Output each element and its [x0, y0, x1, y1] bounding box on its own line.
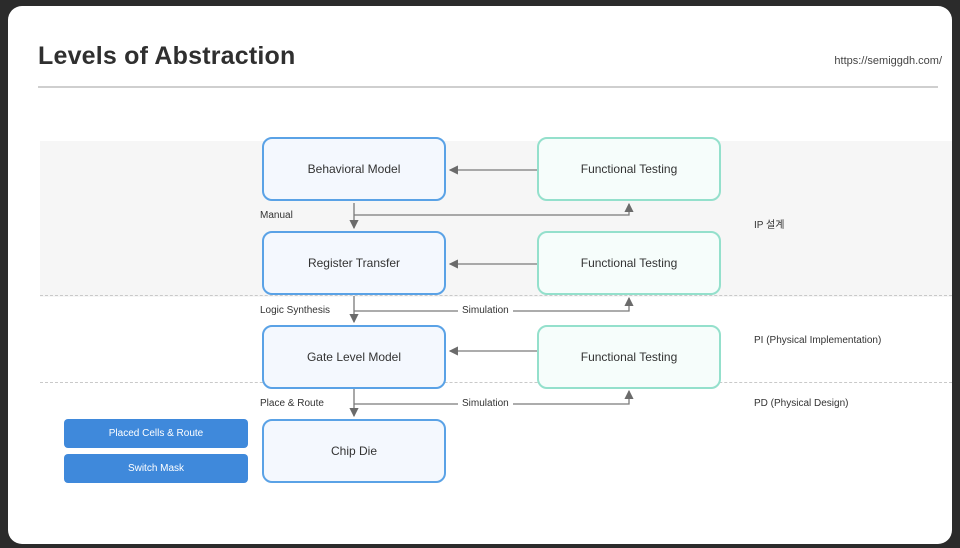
gate-level-model-box: Gate Level Model — [262, 325, 446, 389]
functional-testing-box-1: Functional Testing — [537, 137, 721, 201]
branch-arrow-2 — [354, 296, 634, 312]
slide-title: Levels of Abstraction — [38, 42, 296, 70]
section-divider-pd — [40, 382, 952, 383]
flow-arrows — [349, 165, 634, 418]
slide: Levels of Abstraction https://semiggdh.c… — [8, 6, 952, 544]
physical-implementation-label: PI (Physical Implementation) — [754, 335, 882, 346]
place-route-label: Place & Route — [260, 398, 324, 409]
simulation-label-2: Simulation — [458, 398, 513, 409]
functional-testing-box-3: Functional Testing — [537, 325, 721, 389]
switch-mask-button[interactable]: Switch Mask — [64, 454, 248, 483]
ip-design-band — [40, 141, 952, 297]
register-transfer-box: Register Transfer — [262, 231, 446, 295]
manual-label: Manual — [260, 210, 293, 221]
behavioral-model-box: Behavioral Model — [262, 137, 446, 201]
branch-arrow-1 — [354, 202, 634, 216]
chip-die-box: Chip Die — [262, 419, 446, 483]
branch-arrow-3 — [354, 389, 634, 405]
simulation-label-1: Simulation — [458, 305, 513, 316]
title-divider — [38, 86, 938, 88]
logic-synthesis-label: Logic Synthesis — [260, 305, 331, 316]
ip-design-label: IP 설계 — [754, 220, 785, 231]
placed-cells-route-button[interactable]: Placed Cells & Route — [64, 419, 248, 448]
physical-design-label: PD (Physical Design) — [754, 398, 849, 409]
section-divider-pi — [40, 295, 952, 296]
source-url[interactable]: https://semiggdh.com/ — [834, 55, 942, 67]
functional-testing-box-2: Functional Testing — [537, 231, 721, 295]
